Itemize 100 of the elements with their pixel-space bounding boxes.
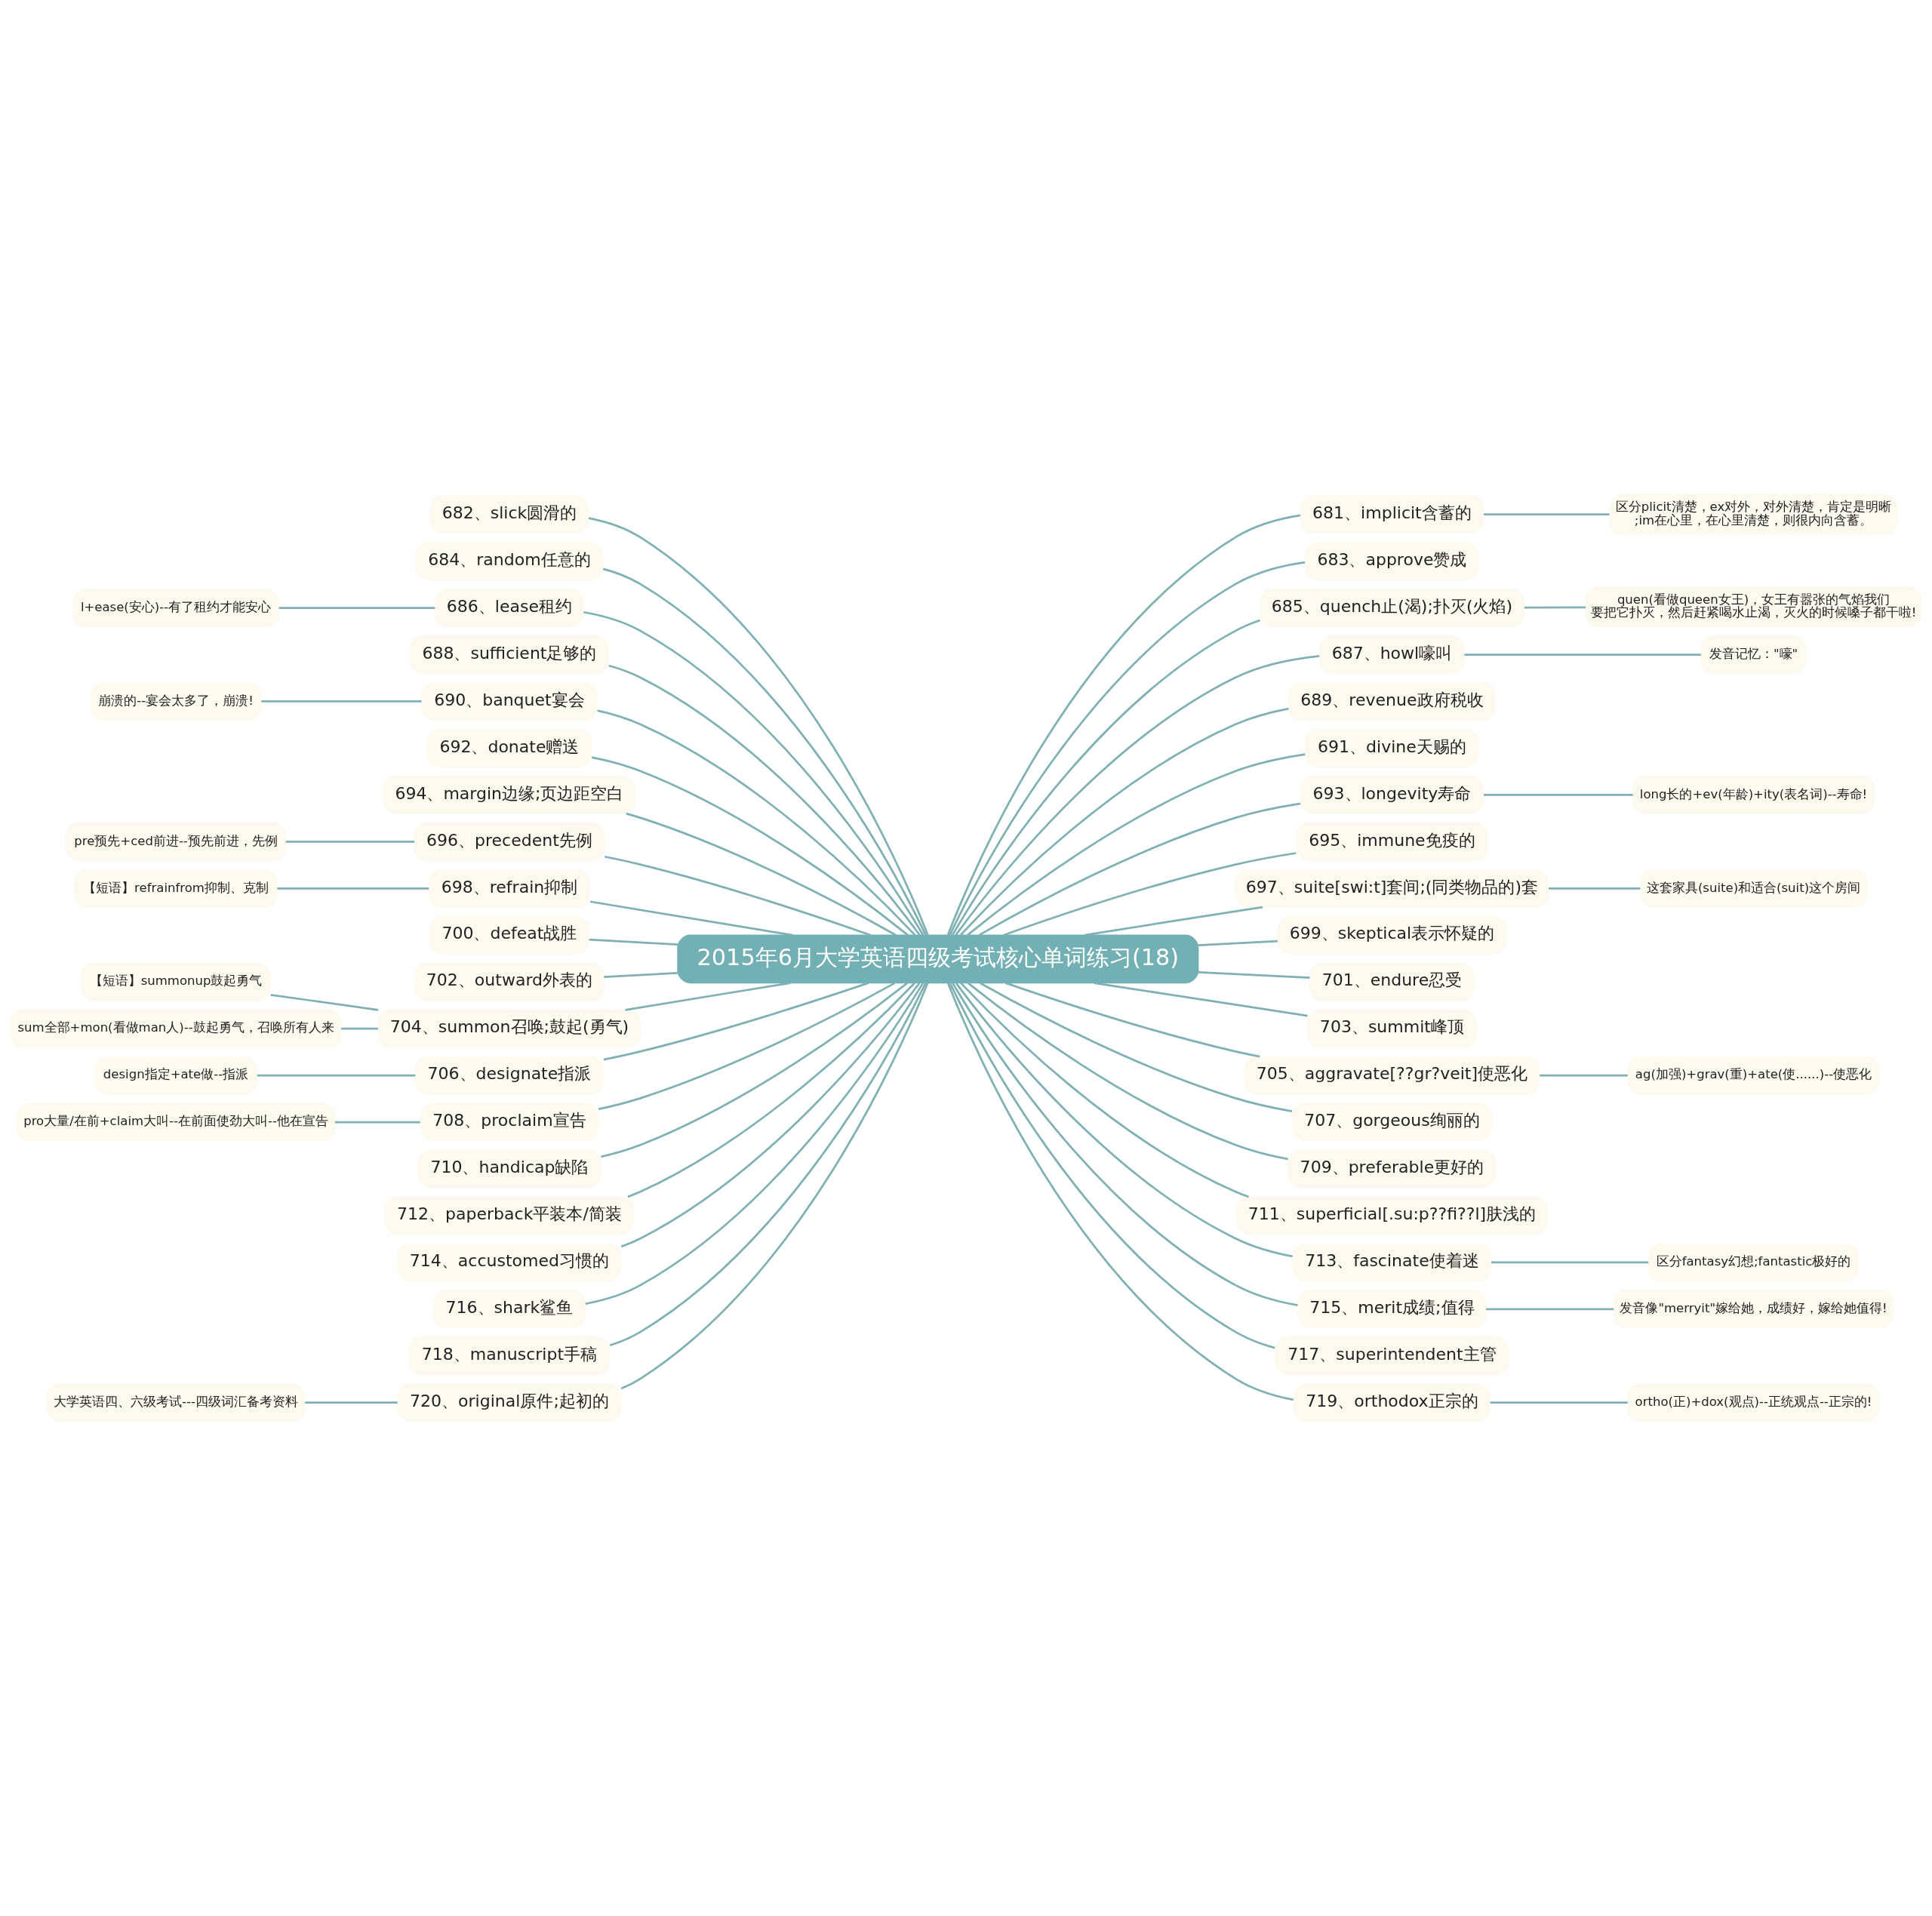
node-box: quen(看做queen女王)，女王有嚣张的气焰我们要把它扑灭，然后赶紧喝水止渴，灭火的时候嗓子都干啦! (1585, 586, 1922, 628)
connector (603, 982, 869, 1061)
node-box: 703、summit峰顶 (1307, 1009, 1477, 1048)
node-box: 【短语】refrainfrom抑制、克制 (74, 869, 278, 908)
connector (1540, 1074, 1628, 1077)
node-box: long长的+ev(年龄)+ity(表名词)--寿命! (1632, 775, 1875, 814)
connector (1491, 1261, 1649, 1264)
connector (949, 983, 1275, 1349)
node-box: 694、margin边缘;页边距空白 (383, 775, 636, 814)
connector (608, 664, 921, 936)
node-box: ortho(正)+dox(观点)--正统观点--正宗的! (1627, 1383, 1880, 1422)
connector (1548, 887, 1641, 890)
node-box: 683、approve赞成 (1304, 542, 1480, 581)
node-box: 区分plicit清楚，ex对外，对外清楚，肯定是明晰;im在心里，在心里清楚，则很内向含蓄。 (1609, 494, 1898, 535)
node-box: 691、divine天赐的 (1304, 728, 1480, 767)
node-box: 714、accustomed习惯的 (397, 1243, 622, 1282)
connector (261, 700, 422, 703)
connector (278, 607, 435, 609)
connector (589, 938, 678, 946)
connector (334, 1121, 420, 1124)
node-box: 704、summon召唤;鼓起(勇气) (377, 1009, 641, 1048)
connector (952, 982, 1298, 1306)
node-box: 681、implicit含蓄的 (1300, 495, 1484, 534)
node-box: 698、refrain抑制 (428, 869, 591, 908)
node-box: 685、quench止(渴);扑灭(火焰) (1259, 589, 1524, 628)
node-box: 709、preferable更好的 (1287, 1149, 1497, 1189)
node-box: 700、defeat战胜 (429, 915, 589, 955)
connector (602, 567, 927, 936)
connector (1484, 794, 1633, 796)
connector (1198, 940, 1278, 947)
node-box: 693、longevity寿命 (1300, 775, 1484, 814)
connector (1084, 906, 1263, 936)
node-box: 699、skeptical表示怀疑的 (1277, 915, 1507, 955)
node-box: 710、handicap缺陷 (417, 1149, 601, 1189)
connector (955, 655, 1320, 936)
connector (1524, 606, 1586, 609)
node-box: l+ease(安心)--有了租约才能安心 (72, 589, 280, 628)
node-box: 区分fantasy幻想;fantastic极好的 (1647, 1243, 1860, 1282)
node-box: 706、designate指派 (414, 1056, 605, 1095)
node-box: 701、endure忍受 (1309, 962, 1475, 1001)
node-box: 713、fascinate使着迷 (1292, 1243, 1492, 1282)
connector (955, 983, 1293, 1258)
node-box: 687、howl嚎叫 (1319, 635, 1465, 674)
node-box: 715、merit成绩;值得 (1297, 1290, 1487, 1329)
connector (341, 1027, 378, 1030)
connector (277, 887, 429, 890)
node-box: pre预先+ced前进--预先前进，先例 (66, 822, 286, 861)
connector (1005, 982, 1260, 1058)
node-box: 大学英语四、六级考试---四级词汇备考资料 (46, 1383, 306, 1422)
node-box: 发音记忆："嚎" (1700, 635, 1807, 674)
connector (946, 983, 1294, 1401)
node-box: 705、aggravate[??gr?veit]使恶化 (1244, 1056, 1540, 1095)
node-box: pro大量/在前+claim大叫--在前面使劲大叫--他在宣告 (16, 1103, 336, 1142)
connector (1484, 513, 1610, 516)
connector (1094, 982, 1308, 1017)
node-box: 708、proclaim宣告 (420, 1103, 599, 1142)
node-box: 【短语】summonup鼓起勇气 (81, 962, 271, 1001)
node-box: 695、immune免疫的 (1296, 822, 1488, 861)
node-box: ag(加强)+grav(重)+ate(使......)--使恶化 (1627, 1056, 1880, 1095)
connector (583, 610, 924, 936)
node-box: 716、shark鲨鱼 (432, 1290, 586, 1329)
connector (305, 1401, 398, 1404)
connector (978, 802, 1301, 936)
node-box: 2015年6月大学英语四级考试核心单词练习(18) (677, 934, 1199, 984)
connector (952, 619, 1260, 936)
connector (585, 983, 924, 1306)
connector (620, 983, 921, 1248)
connector (967, 753, 1306, 936)
node-box: design指定+ate做--指派 (94, 1056, 258, 1095)
connector (270, 994, 379, 1011)
connector (980, 982, 1293, 1112)
node-box: 689、revenue政府税收 (1287, 682, 1497, 721)
node-box: 712、paperback平装本/简装 (384, 1196, 635, 1235)
connector (1198, 970, 1310, 980)
node-box: 718、manuscript手稿 (408, 1336, 611, 1376)
node-box: 719、orthodox正宗的 (1293, 1383, 1491, 1422)
connector (589, 900, 793, 936)
node-box: 702、outward外表的 (414, 962, 605, 1001)
connector (604, 971, 678, 978)
connector (1486, 1308, 1614, 1311)
connector (627, 982, 915, 1198)
connector (960, 707, 1289, 936)
connector (588, 517, 929, 936)
connector (257, 1074, 416, 1077)
connector (601, 982, 909, 1158)
node-box: 682、slick圆滑的 (429, 495, 589, 534)
node-box: 发音像"merryit"嫁给她，成绩好，嫁给她值得! (1613, 1290, 1894, 1329)
node-box: 711、superficial[.su:p??fi??l]肤浅的 (1235, 1196, 1548, 1235)
node-box: 这套家具(suite)和适合(suit)这个房间 (1639, 869, 1868, 908)
node-box: 692、donate赠送 (426, 728, 592, 767)
connector (598, 982, 896, 1111)
node-box: 688、sufficient足够的 (409, 635, 610, 674)
connector (1490, 1401, 1628, 1404)
node-box: 684、random任意的 (415, 542, 604, 581)
connector (591, 756, 909, 936)
node-box: 707、gorgeous绚丽的 (1291, 1103, 1493, 1142)
connector (960, 982, 1250, 1198)
node-box: 717、superintendent主管 (1274, 1336, 1509, 1376)
node-box: 697、suite[swi:t]套间;(同类物品的)套 (1235, 869, 1549, 908)
connector (285, 840, 414, 843)
